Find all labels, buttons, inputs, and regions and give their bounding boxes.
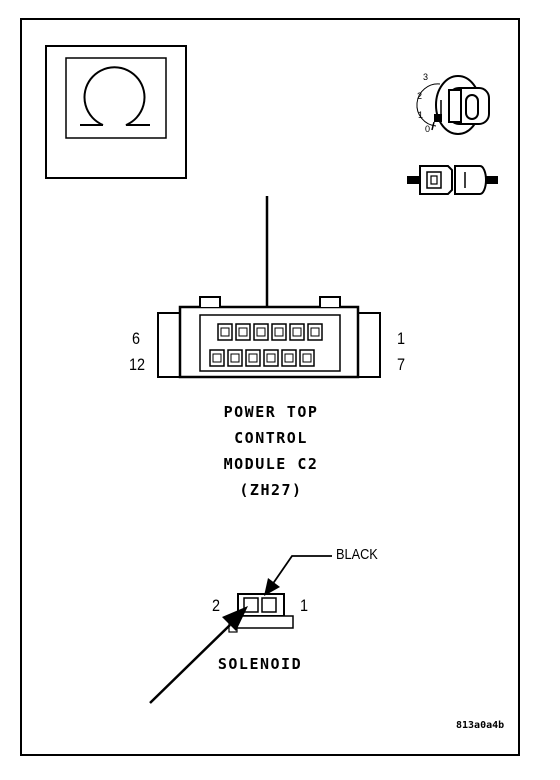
ignition-position-0: 0 xyxy=(425,124,431,134)
connector-title-line-2: CONTROL xyxy=(234,429,308,447)
solenoid-title: SOLENOID xyxy=(217,655,303,673)
figure-code: 813a0a4b xyxy=(456,720,505,731)
pin-label-1: 1 xyxy=(397,329,406,348)
ignition-position-3: 3 xyxy=(423,72,429,82)
pin-label-12: 12 xyxy=(129,355,146,374)
connector-pair-icon xyxy=(407,165,498,195)
diagram-frame xyxy=(20,18,520,756)
pin-cavity xyxy=(235,323,251,341)
wire-color-label: BLACK xyxy=(336,546,378,563)
solenoid-pin-label-1: 1 xyxy=(300,596,309,615)
pin-cavity xyxy=(253,323,269,341)
connector-title-line-1: POWER TOP xyxy=(223,403,319,421)
wire-color-leader xyxy=(264,555,332,596)
pin-label-6: 6 xyxy=(132,329,141,348)
connector-title-line-4: (ZH27) xyxy=(239,481,303,499)
ignition-position-1: 1 xyxy=(418,110,424,120)
pin-cavity xyxy=(209,349,225,367)
pin-cavity xyxy=(245,349,261,367)
ignition-key-icon xyxy=(431,75,490,135)
power-top-module-connector xyxy=(157,296,381,379)
pin-cavity xyxy=(299,349,315,367)
pin-cavity xyxy=(281,349,297,367)
pin-cavity xyxy=(263,349,279,367)
ignition-position-2: 2 xyxy=(417,91,423,101)
omega-symbol-icon xyxy=(45,45,187,179)
pin-cavity xyxy=(217,323,233,341)
pin-cavity xyxy=(227,349,243,367)
solenoid-pin-label-2: 2 xyxy=(212,596,221,615)
ignition-position-marks xyxy=(416,83,441,127)
pointer-arrow-solenoid xyxy=(149,606,248,704)
pin-cavity xyxy=(289,323,305,341)
pin-cavity xyxy=(271,323,287,341)
connector-title-line-3: MODULE C2 xyxy=(223,455,319,473)
pin-cavity xyxy=(307,323,323,341)
pin-label-7: 7 xyxy=(397,355,406,374)
